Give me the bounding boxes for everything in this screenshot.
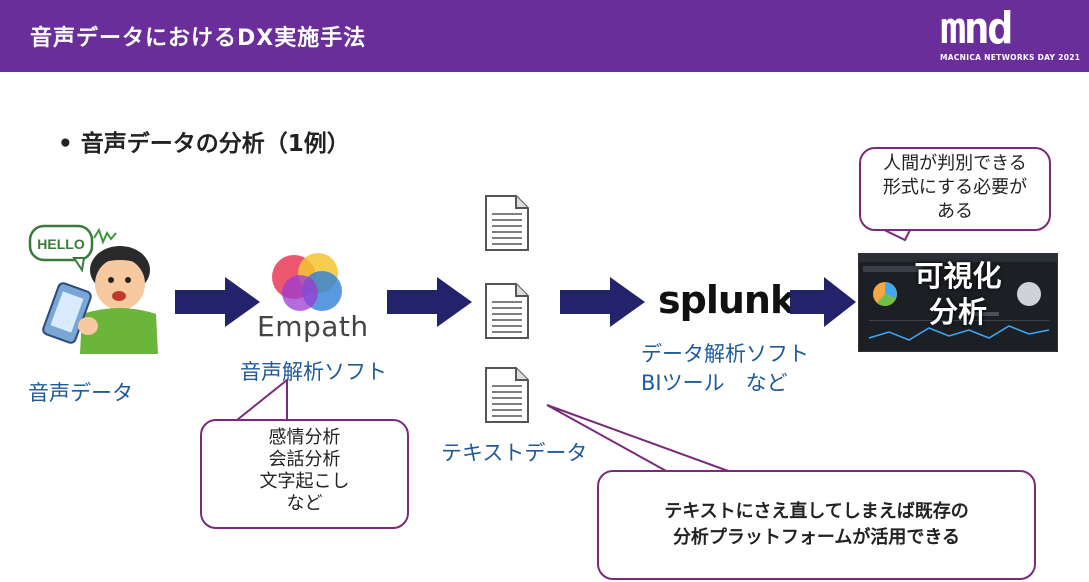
callout-line: 感情分析 — [268, 427, 341, 448]
slide-title: 音声データにおけるDX実施手法 — [30, 26, 367, 51]
label-voice-analysis: 音声解析ソフト — [240, 360, 387, 384]
note-line: ある — [937, 201, 973, 222]
callout-line: 文字起こし — [259, 471, 350, 492]
dashboard-graphics — [859, 254, 1057, 341]
bullet-heading: • 音声データの分析（1例） — [58, 131, 350, 157]
dashboard-line: 可視化 — [914, 259, 1002, 293]
label-line: データ解析ソフト — [641, 342, 809, 366]
dashboard-thumbnail: 可視化 分析 — [858, 253, 1058, 352]
note-line: 形式にする必要が — [882, 177, 1028, 198]
dashboard-title: 可視化 分析 — [859, 258, 1057, 330]
arrow-4 — [790, 277, 856, 327]
summary-line: 分析プラットフォームが活用できる — [672, 527, 961, 548]
empath-logo-icon — [272, 253, 342, 311]
arrow-1 — [175, 277, 260, 327]
callout-line: 会話分析 — [268, 449, 341, 470]
label-line: BIツール など — [641, 371, 788, 395]
empath-logo-text: Empath — [257, 310, 369, 343]
logo-subtitle: MACNICA NETWORKS DAY 2021 — [940, 53, 1081, 62]
document-icon — [485, 283, 529, 339]
hello-bubble-text: HELLO — [37, 236, 85, 252]
arrow-3 — [560, 277, 645, 327]
logo-text: mnd — [940, 3, 1014, 54]
summary-line: テキストにさえ直してしまえば既存の — [664, 501, 969, 522]
label-data-analysis: データ解析ソフト BIツール など — [641, 340, 809, 398]
dashboard-line: 分析 — [928, 295, 987, 329]
document-icon — [485, 195, 529, 251]
mnd-logo: mnd MACNICA NETWORKS DAY 2021 — [940, 6, 1080, 66]
note-line: 人間が判別できる — [883, 153, 1027, 174]
callout-line: など — [286, 493, 323, 514]
document-icon — [485, 367, 529, 423]
bottom-summary-callout: テキストにさえ直してしまえば既存の 分析プラットフォームが活用できる — [597, 470, 1036, 580]
header-bar: 音声データにおけるDX実施手法 mnd MACNICA NETWORKS DAY… — [0, 0, 1089, 72]
arrow-2 — [387, 277, 472, 327]
label-text-data: テキストデータ — [441, 441, 588, 465]
empath-features-callout: 感情分析 会話分析 文字起こし など — [200, 419, 409, 529]
person-illustration: HELLO — [28, 224, 158, 354]
dashboard-note-callout: 人間が判別できる 形式にする必要が ある — [859, 147, 1051, 231]
label-voice-data: 音声データ — [28, 381, 133, 405]
